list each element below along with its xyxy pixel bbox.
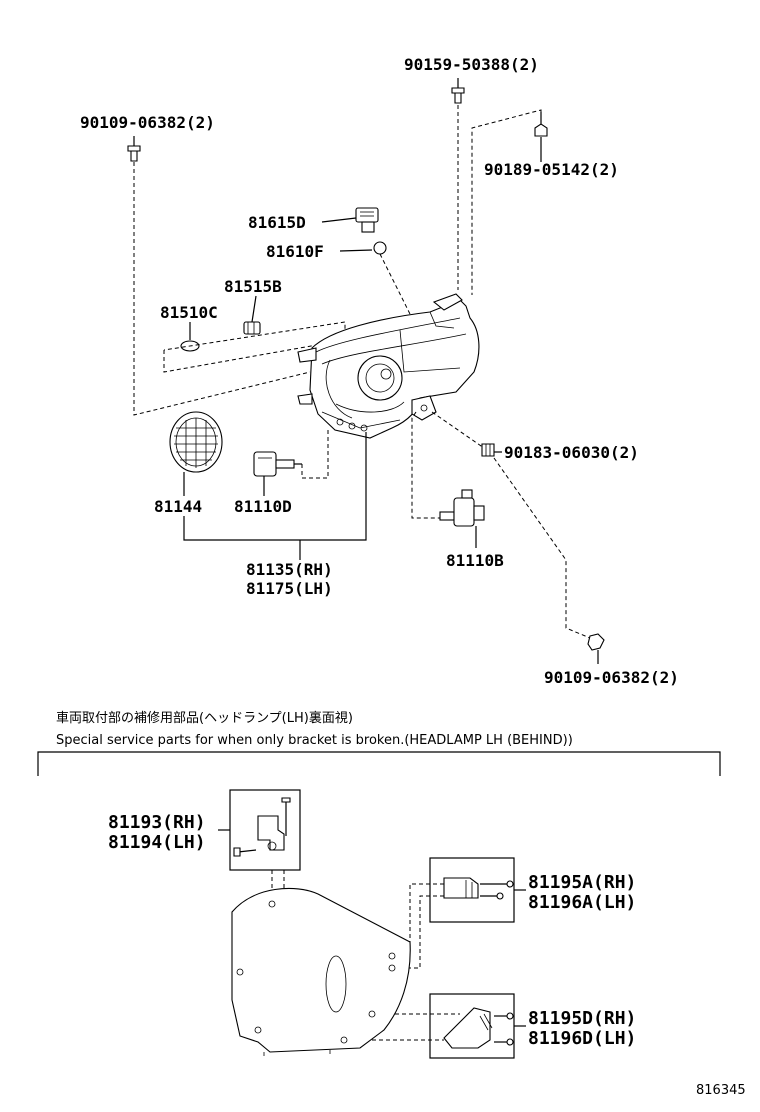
label-bracket-lower-rh: 81195D(RH): [528, 1008, 636, 1029]
label-bolt-top-right: 90159-50388(2): [404, 55, 539, 74]
bracket-upper-icon: [233, 797, 291, 857]
label-bracket-side-lh: 81196A(LH): [528, 892, 636, 913]
note-japanese: 車両取付部の補修用部品(ヘッドランプ(LH)裏面視): [56, 711, 353, 726]
label-bulb-right: 81110B: [446, 551, 504, 570]
bulb-upper-icon: [373, 241, 387, 255]
label-socket-small: 81515B: [224, 277, 282, 296]
leader-bracket-side-path: [400, 883, 444, 957]
nut-right-icon: [534, 112, 548, 137]
leader-bolt-bottom-right-path: [493, 457, 591, 639]
label-assembly-rh: 81135(RH): [246, 560, 333, 579]
label-bolt-top-left: 90109-06382(2): [80, 113, 215, 132]
label-bulb-small: 81510C: [160, 303, 218, 322]
leader-bulb-main-path: [301, 430, 329, 479]
label-bracket-lower-lh: 81196D(LH): [528, 1028, 636, 1049]
label-clip-right: 90183-06030(2): [504, 443, 639, 462]
leader-bulb-upper: [339, 249, 373, 252]
leader-nut-right: [471, 109, 542, 295]
leader-bulb-socket-upper: [321, 217, 357, 223]
label-bolt-bottom-right: 90109-06382(2): [544, 668, 679, 687]
bolt-bottom-right-icon: [587, 633, 605, 664]
cover-icon: [169, 411, 223, 473]
label-nut-right: 90189-05142(2): [484, 160, 619, 179]
label-bracket-upper-rh: 81193(RH): [108, 812, 206, 833]
bulb-socket-upper-icon: [355, 207, 379, 233]
label-bulb-main: 81110D: [234, 497, 292, 516]
leader-bolt-top-left: [133, 162, 311, 416]
diagram-code: 816345: [696, 1083, 746, 1098]
bracket-side-icon: [443, 877, 514, 900]
label-bulb-socket-upper: 81615D: [248, 213, 306, 232]
leader-assembly: [183, 432, 367, 541]
bracket-lower-icon: [443, 1007, 514, 1049]
label-assembly-lh: 81175(LH): [246, 579, 333, 598]
label-cover: 81144: [154, 497, 202, 516]
bulb-right-icon: [439, 489, 485, 527]
note-english: Special service parts for when only brac…: [56, 733, 573, 748]
label-bracket-side-rh: 81195A(RH): [528, 872, 636, 893]
section-bracket-frame: [37, 751, 721, 776]
label-bracket-upper-lh: 81194(LH): [108, 832, 206, 853]
headlamp-assembly-icon: [297, 293, 480, 439]
leader-socket-small: [251, 295, 257, 323]
leader-bulb-right-path: [411, 411, 440, 519]
headlamp-back-outline-icon: [231, 887, 411, 1056]
bulb-main-icon: [253, 451, 302, 477]
leader-bracket-side-path-2: [400, 895, 444, 969]
leader-bulb-upper-path: [379, 253, 413, 319]
leader-clip-path: [431, 411, 485, 449]
socket-small-icon: [243, 321, 261, 335]
clip-right-icon: [481, 443, 495, 457]
label-bulb-upper: 81610F: [266, 242, 324, 261]
bolt-top-left-icon: [127, 136, 141, 162]
bolt-top-right-icon: [451, 78, 465, 104]
